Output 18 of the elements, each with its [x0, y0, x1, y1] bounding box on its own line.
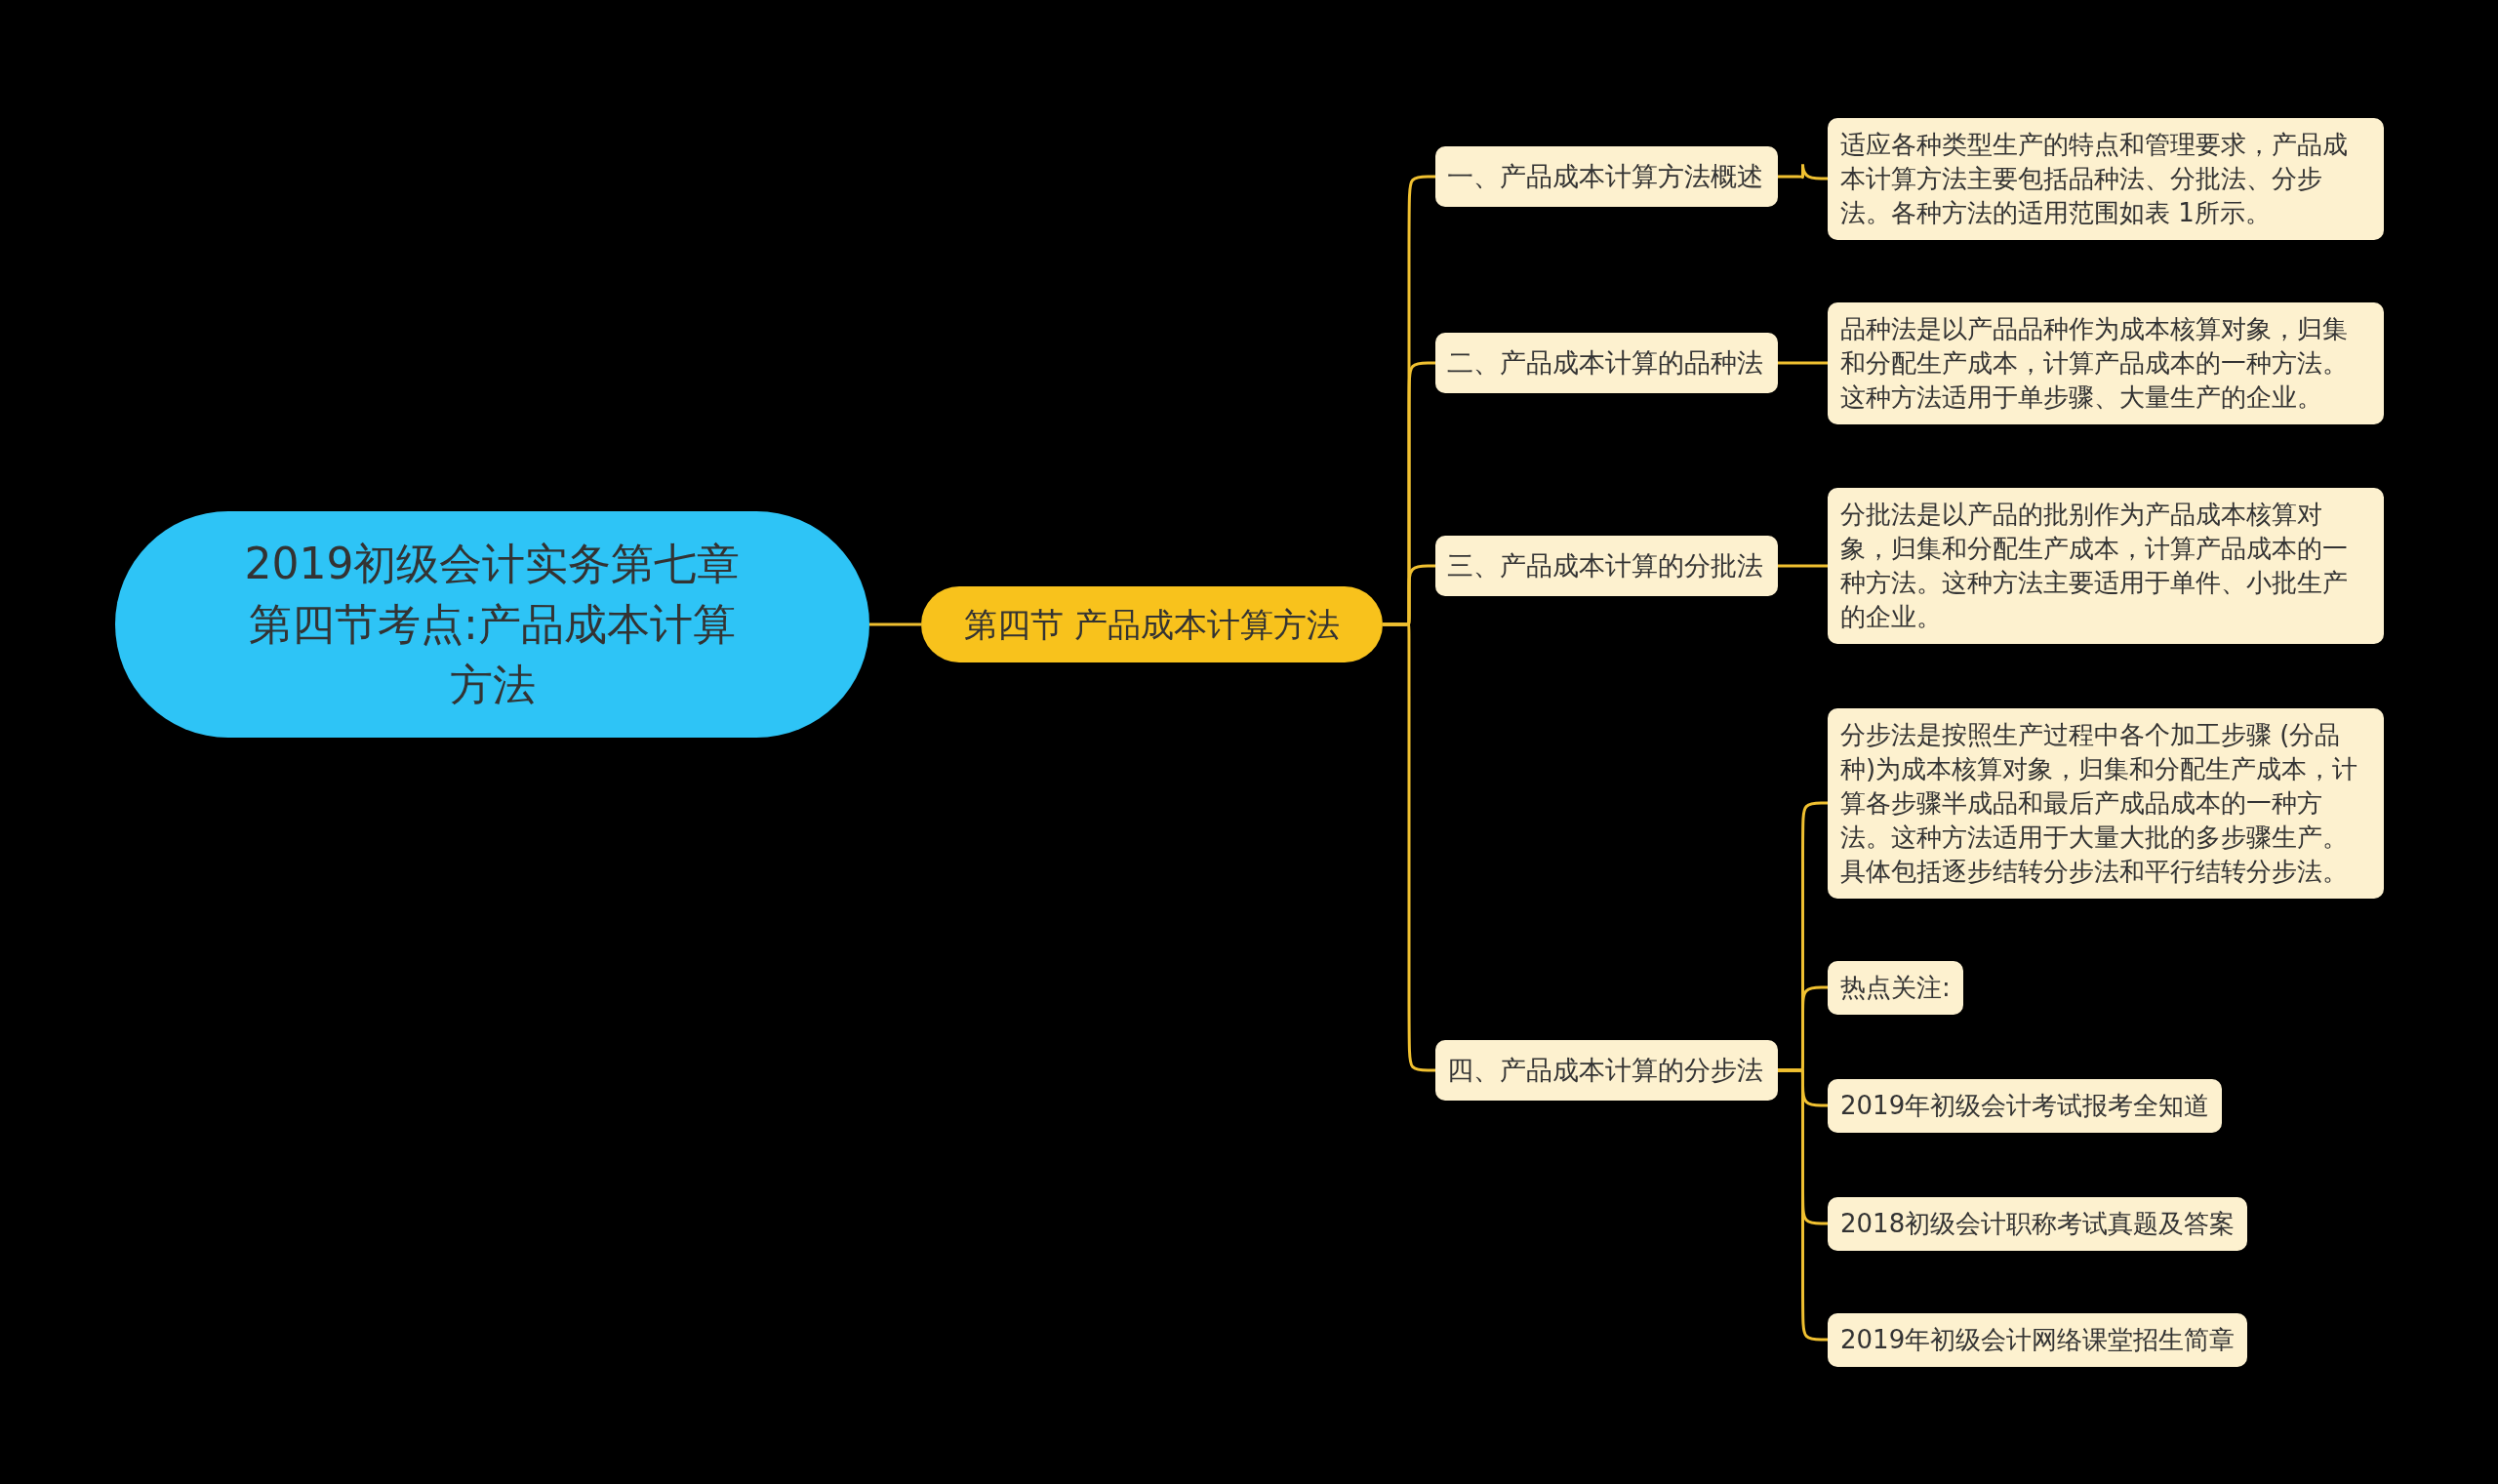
note-box: 分批法是以产品的批别作为产品成本核算对象，归集和分配生产成本，计算产品成本的一种方法。这种方法主要适用于单件、小批生产的企业。	[1828, 488, 2384, 644]
subtopic-box: 四、产品成本计算的分步法	[1435, 1040, 1778, 1101]
connector-line	[1778, 361, 1828, 365]
note-box: 热点关注:	[1828, 960, 1963, 1015]
connector-line	[1778, 564, 1828, 568]
section-topic: 第四节 产品成本计算方法	[921, 586, 1383, 662]
connector-line	[1778, 162, 1829, 180]
subtopic-box: 一、产品成本计算方法概述	[1435, 146, 1778, 207]
note-box: 2018初级会计职称考试真题及答案	[1828, 1196, 2248, 1251]
note-box: 2019年初级会计网络课堂招生简章	[1828, 1312, 2248, 1367]
note-box: 分步法是按照生产过程中各个加工步骤 (分品种)为成本核算对象，归集和分配生产成本，计算各步骤半成品和最后产成品成本的一种方法。这种方法适用于大量大批的多步骤生产。具体包括逐步结转分步法和平行结转分步法。	[1828, 707, 2384, 899]
root-topic: 2019初级会计实务第七章第四节考点:产品成本计算方法	[115, 511, 869, 738]
subtopic-box: 三、产品成本计算的分批法	[1435, 536, 1778, 596]
note-box: 适应各种类型生产的特点和管理要求，产品成本计算方法主要包括品种法、分批法、分步法。各种方法的适用范围如表 1所示。	[1828, 117, 2384, 240]
connector-line	[869, 622, 921, 626]
note-box: 2019年初级会计考试报考全知道	[1828, 1078, 2223, 1133]
subtopic-box: 二、产品成本计算的品种法	[1435, 333, 1778, 393]
note-box: 品种法是以产品品种作为成本核算对象，归集和分配生产成本，计算产品成本的一种方法。这种方法适用于单步骤、大量生产的企业。	[1828, 301, 2384, 424]
